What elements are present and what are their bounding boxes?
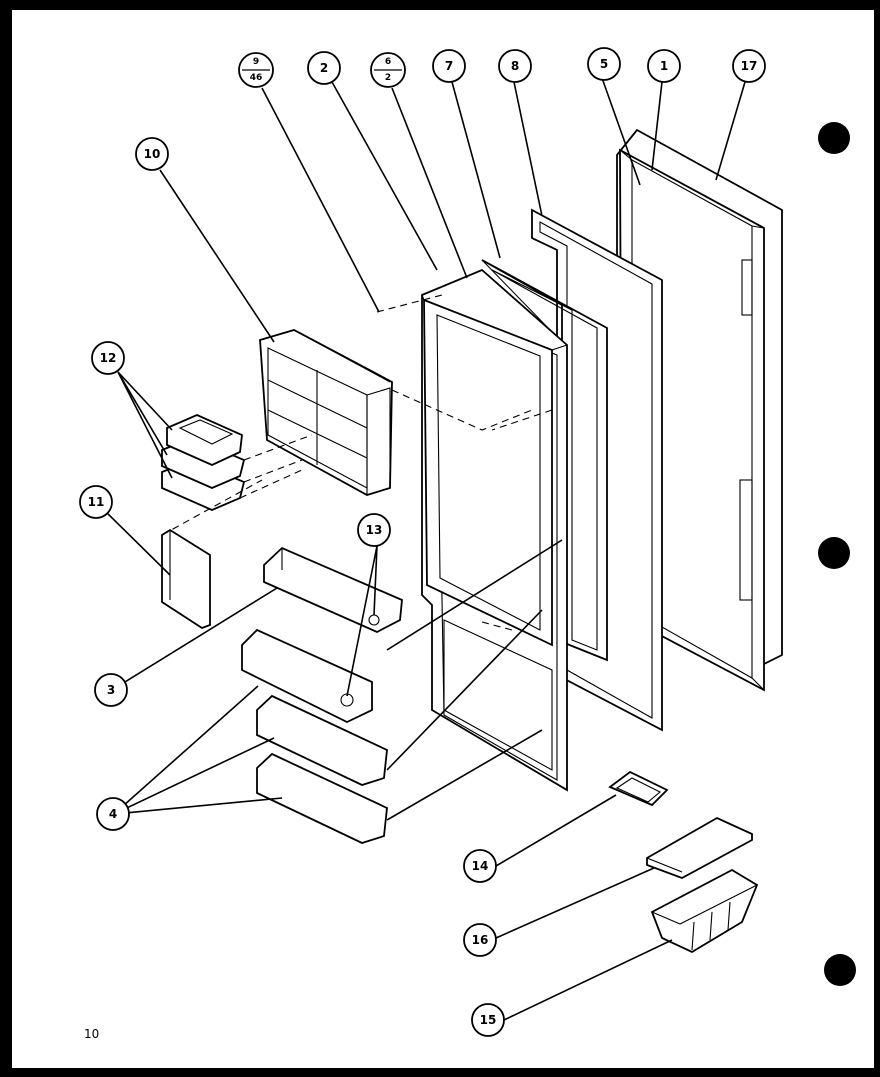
callout-17: 17 [732, 49, 766, 83]
part-7-liner-frame [481, 259, 608, 662]
part-3-upper-door-bin [263, 546, 403, 633]
callout-14: 14 [463, 849, 497, 883]
callout-15: 15 [471, 1003, 505, 1037]
svg-text:46: 46 [250, 73, 263, 83]
svg-text:3: 3 [107, 683, 115, 697]
svg-text:8: 8 [511, 59, 519, 73]
callout-10: 10 [135, 137, 169, 171]
svg-text:4: 4 [109, 807, 117, 821]
svg-text:7: 7 [445, 59, 453, 73]
svg-text:17: 17 [741, 59, 758, 73]
callout-5: 5 [587, 47, 621, 81]
part-4-door-bins [241, 628, 388, 844]
svg-text:2: 2 [385, 73, 391, 83]
svg-text:14: 14 [472, 859, 489, 873]
container-top [166, 414, 243, 466]
callout-3: 3 [94, 673, 128, 707]
exploded-door-diagram: 9 46 2 6 2 7 8 5 1 17 10 12 11 [79, 47, 856, 1041]
svg-text:1: 1 [660, 59, 668, 73]
part-15-ice-bin [650, 868, 759, 954]
alignment-lines [161, 294, 553, 631]
registration-dot-top [818, 122, 850, 154]
registration-dot-bottom [824, 954, 856, 986]
registration-dot-middle [818, 537, 850, 569]
callout-8: 8 [498, 49, 532, 83]
callout-2: 2 [307, 51, 341, 85]
callout-16: 16 [463, 923, 497, 957]
part-14-tray [608, 770, 669, 807]
svg-text:6: 6 [385, 57, 391, 67]
svg-text:10: 10 [144, 147, 161, 161]
svg-text:2: 2 [320, 61, 328, 75]
svg-text:12: 12 [100, 351, 117, 365]
parts-diagram-page: 9 46 2 6 2 7 8 5 1 17 10 12 11 [12, 10, 874, 1068]
callout-4: 4 [96, 797, 130, 831]
callout-13: 13 [357, 513, 391, 547]
callout-6-2: 6 2 [370, 52, 406, 88]
svg-text:13: 13 [366, 523, 383, 537]
svg-text:16: 16 [472, 933, 489, 947]
part-12-storage-containers [161, 414, 246, 511]
page-number: 10 [84, 1027, 99, 1041]
part-11-panel [161, 528, 211, 630]
part-16-lid [646, 816, 753, 879]
leader-lines [103, 77, 746, 1021]
svg-text:15: 15 [480, 1013, 497, 1027]
part-2-inner-door-liner [421, 268, 568, 792]
svg-text:5: 5 [600, 57, 608, 71]
svg-text:11: 11 [88, 495, 105, 509]
callout-1: 1 [647, 49, 681, 83]
callout-7: 7 [432, 49, 466, 83]
callout-9-46: 9 46 [238, 52, 274, 88]
callout-11: 11 [79, 485, 113, 519]
svg-text:9: 9 [253, 57, 259, 67]
callout-12: 12 [91, 341, 125, 375]
part-10-shelf-rack [259, 329, 393, 496]
